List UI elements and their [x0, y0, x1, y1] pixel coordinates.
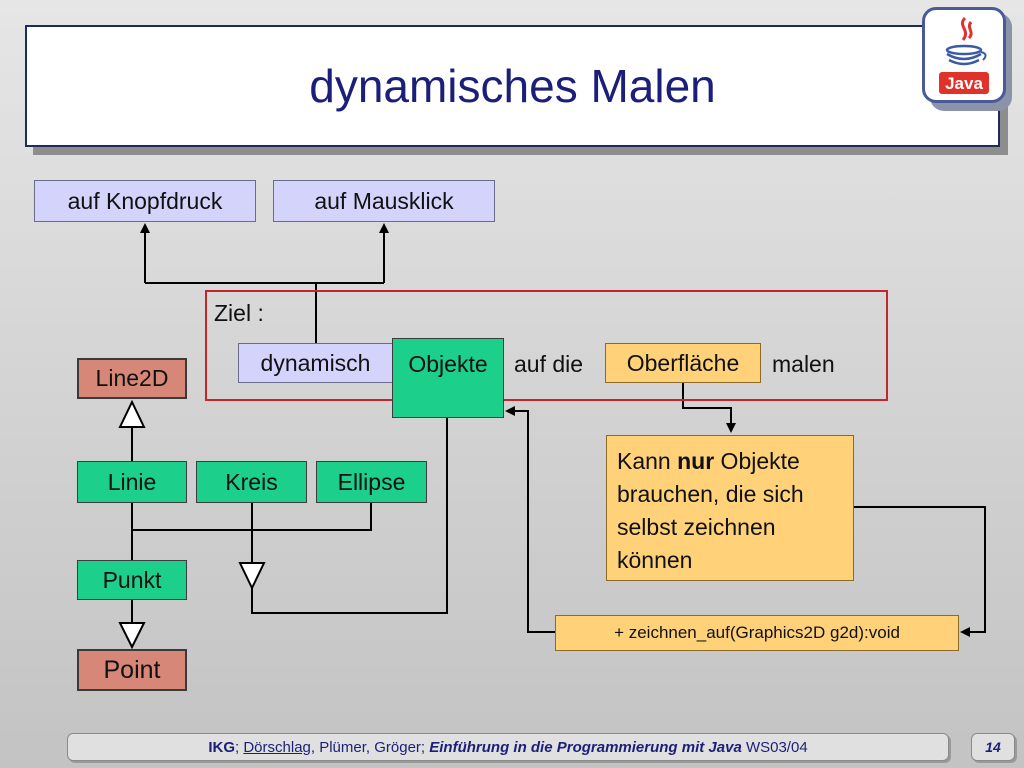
class-line2d-label: Line2D: [95, 365, 169, 391]
goal-dynamisch: dynamisch: [238, 343, 393, 383]
goal-box: [205, 290, 888, 401]
class-linie-label: Linie: [107, 468, 157, 495]
class-line2d: Line2D: [77, 358, 187, 399]
class-kreis-label: Kreis: [225, 468, 278, 495]
trigger-mausklick: auf Mausklick: [273, 180, 495, 222]
note-bold: nur: [677, 448, 715, 474]
footer-sep: ;: [235, 738, 244, 756]
class-point-label: Point: [103, 655, 161, 684]
method-box: + zeichnen_auf(Graphics2D g2d):void: [555, 615, 959, 651]
page-number-label: 14: [985, 739, 1001, 755]
footer-term: WS03/04: [741, 738, 808, 756]
class-punkt: Punkt: [77, 560, 187, 600]
method-label: + zeichnen_auf(Graphics2D g2d):void: [614, 623, 900, 642]
goal-objekte-label: Objekte: [408, 351, 488, 377]
footer-bar: IKG; Dörschlag, Plümer, Gröger; Einführu…: [67, 733, 949, 761]
slide-title: dynamisches Malen: [25, 25, 1000, 147]
trigger-knopfdruck: auf Knopfdruck: [34, 180, 256, 222]
goal-oberflaeche: Oberfläche: [605, 343, 761, 383]
trigger-mausklick-label: auf Mausklick: [314, 187, 454, 214]
page-number: 14: [971, 733, 1015, 761]
class-kreis: Kreis: [196, 461, 307, 503]
note-box: Kann nur Objekte brauchen, die sich selb…: [606, 435, 854, 581]
goal-oberflaeche-label: Oberfläche: [626, 349, 740, 376]
footer-course: Einführung in die Programmierung mit Jav…: [429, 738, 742, 756]
footer-ikg: IKG: [208, 738, 235, 756]
class-ellipse: Ellipse: [316, 461, 427, 503]
class-ellipse-label: Ellipse: [337, 468, 406, 495]
goal-label: Ziel :: [214, 300, 264, 326]
java-logo: Java: [922, 7, 1006, 103]
footer-author-underlined: Dörschlag: [243, 738, 311, 756]
goal-dynamisch-label: dynamisch: [260, 349, 371, 376]
slide-title-text: dynamisches Malen: [309, 60, 716, 112]
goal-malen: malen: [772, 351, 835, 377]
class-point: Point: [77, 649, 187, 691]
note-rest: Objekte brauchen, die sich selbst zeichn…: [617, 448, 804, 573]
trigger-knopfdruck-label: auf Knopfdruck: [67, 187, 223, 214]
class-punkt-label: Punkt: [102, 566, 162, 593]
goal-auf-die: auf die: [514, 351, 584, 377]
java-logo-text: Java: [945, 74, 983, 93]
class-linie: Linie: [77, 461, 187, 503]
footer-authors: , Plümer, Gröger;: [310, 738, 430, 756]
goal-objekte: Objekte: [392, 338, 504, 418]
note-prefix: Kann: [617, 448, 678, 474]
java-coffee-cup-icon: Java: [939, 16, 989, 94]
